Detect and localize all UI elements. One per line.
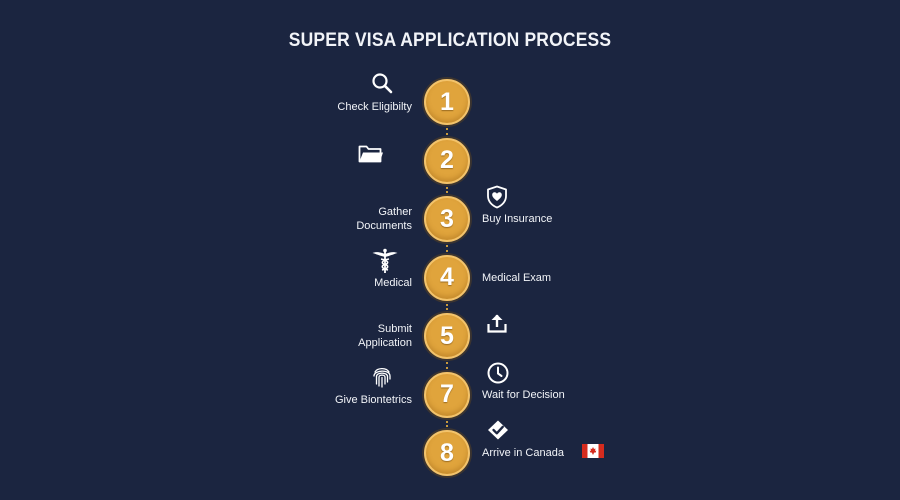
connector-line (446, 245, 448, 252)
shield-heart-icon (486, 185, 508, 209)
step-label-right: Wait for Decision (482, 388, 565, 401)
checkmark-diamond-icon (486, 419, 510, 441)
step-label-right: Arrive in Canada (482, 447, 564, 459)
step-label-right: Medical Exam (482, 271, 552, 284)
step-circle-4: 4 (424, 254, 470, 301)
step-circle-2: 2 (424, 137, 470, 184)
step-label-left: Check Eligibilty (337, 101, 412, 113)
step-circle-3: 3 (424, 196, 470, 242)
step-label-left: Give Biontetrics (334, 393, 412, 406)
clock-icon (486, 361, 510, 385)
connector-line (446, 303, 448, 310)
magnifier-icon (371, 72, 393, 94)
upload-icon (486, 312, 508, 334)
diagram-title: SUPER VISA APPLICATION PROCESS (288, 30, 612, 51)
step-circle-1: 1 (424, 79, 470, 125)
folder-icon (358, 143, 384, 163)
connector-line (446, 420, 448, 427)
connector-line (446, 186, 448, 193)
connector-line (446, 362, 448, 369)
fingerprint-icon (371, 365, 393, 389)
step-label-right: Buy Insurance (482, 213, 553, 225)
step-circle-8: 8 (424, 430, 470, 476)
caduceus-icon (371, 248, 399, 274)
canada-flag-icon (582, 444, 604, 458)
step-circle-7: 7 (424, 371, 470, 418)
connector-line (446, 128, 448, 135)
step-circle-5: 5 (424, 313, 470, 359)
step-label-left: Medical (374, 276, 412, 289)
